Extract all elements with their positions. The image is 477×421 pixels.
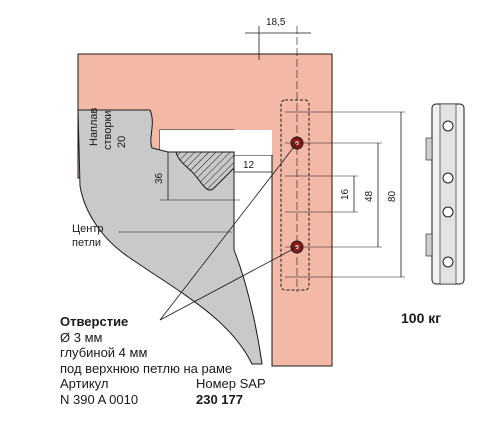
note-title: Отверстие <box>60 314 129 329</box>
note-diameter: Ø 3 мм <box>60 329 103 345</box>
sap-value: 230 177 <box>196 391 243 407</box>
article-value: N 390 A 0010 <box>60 391 139 407</box>
sap-label: Номер SAP <box>196 376 266 391</box>
note-depth: глубиной 4 мм <box>60 345 148 360</box>
load-capacity: 100 кг <box>401 310 442 326</box>
overlay-label-3: 20 <box>116 136 128 148</box>
dim-spacing-mid: 48 <box>364 190 375 202</box>
dim-spacing-total: 80 <box>387 190 398 202</box>
hinge-center-label-2: петли <box>72 237 101 249</box>
overlay-label-2: створки <box>102 111 114 150</box>
hinge-plate-outline <box>280 99 310 291</box>
dim-spacing-small: 16 <box>340 188 351 200</box>
note-purpose: под верхнюю петлю на раме <box>60 360 233 376</box>
dim-depth: 36 <box>154 172 165 184</box>
dim-offset-top: 18,5 <box>266 17 286 28</box>
hinge-center-label-1: Центр <box>72 223 104 235</box>
overlay-label-1: Наплав <box>88 107 100 146</box>
article-label: Артикул <box>60 376 109 391</box>
dim-gap: 12 <box>243 160 255 171</box>
hole-note: Отверстие Ø 3 мм глубиной 4 мм под верхн… <box>60 314 320 407</box>
hatched-section <box>175 151 235 191</box>
hinge-part-icon <box>425 103 465 285</box>
